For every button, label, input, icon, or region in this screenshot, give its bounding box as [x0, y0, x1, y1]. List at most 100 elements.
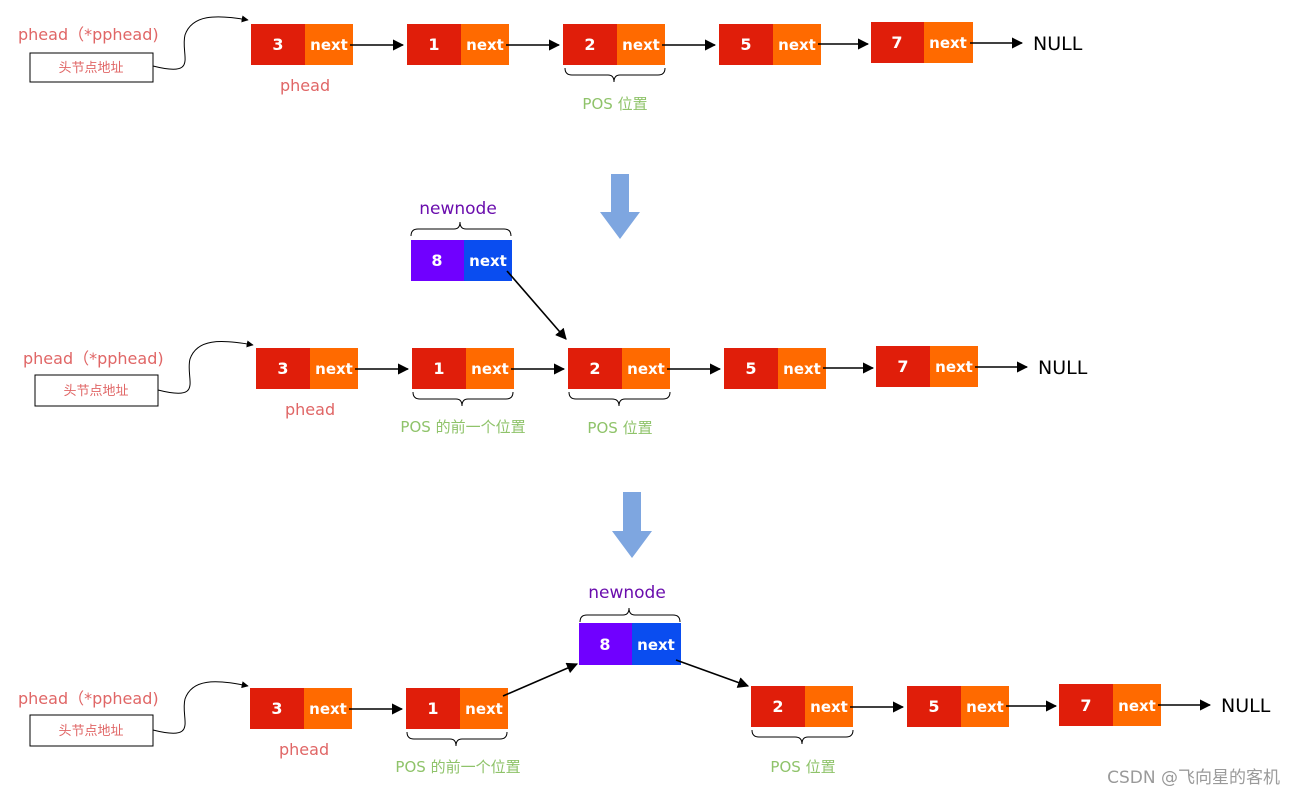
node-next-cell [622, 348, 670, 389]
node-value: 7 [897, 357, 908, 376]
link-arrow [502, 662, 579, 697]
pos-prev-brace [412, 391, 514, 407]
node-next-cell [466, 348, 514, 389]
node-value-cell [563, 24, 617, 65]
newnode-8: 8 next [411, 240, 512, 281]
head-address-label: 头节点地址 [58, 61, 123, 76]
node-next-label: next [810, 698, 848, 716]
node-value-cell [256, 348, 310, 389]
phead-label: phead [279, 740, 329, 759]
node-7: 7 next [871, 22, 973, 63]
node-7: 7 next [1059, 684, 1161, 726]
node-value-cell [412, 348, 466, 389]
node-next-cell [778, 348, 826, 389]
node-next-cell [304, 688, 352, 729]
head-pointer-arrow [152, 15, 249, 70]
head-address-box [29, 714, 154, 747]
node-next-label: next [309, 700, 347, 718]
node-next-label: next [465, 700, 503, 718]
node-value-cell [407, 24, 461, 65]
watermark: CSDN @飞向星的客机 [1107, 768, 1280, 788]
null-label: NULL [1038, 357, 1088, 379]
node-value: 1 [433, 359, 444, 378]
head-address-box [34, 374, 159, 407]
pos-prev-label: POS 的前一个位置 [395, 758, 520, 776]
node-1: 1 next [407, 24, 509, 65]
node-value-cell [251, 24, 305, 65]
section-linking: newnode 8 next phead（*pphead) 头节点地址 3 ne… [23, 199, 1088, 437]
node-2: 2 next [568, 348, 670, 389]
node-next-cell [961, 686, 1009, 727]
node-value: 5 [928, 697, 939, 716]
pos-brace [751, 729, 854, 745]
node-next-cell [805, 686, 853, 727]
node-value: 2 [589, 359, 600, 378]
newnode-value-cell [579, 623, 632, 665]
node-next-label: next [778, 36, 816, 54]
node-next-cell [617, 24, 665, 65]
phead-label: phead [285, 400, 335, 419]
phead-pointer-label: phead（*pphead) [18, 25, 159, 44]
node-value-cell [719, 24, 773, 65]
step-down-arrow-icon [612, 492, 652, 558]
newnode-next-arrow [506, 270, 567, 340]
newnode-next-cell [632, 623, 681, 665]
node-value-cell [250, 688, 304, 729]
pos-label: POS 位置 [582, 95, 647, 113]
node-value: 2 [584, 35, 595, 54]
node-2: 2 next [751, 686, 853, 727]
pos-label: POS 位置 [770, 758, 835, 776]
head-address-box [29, 52, 154, 83]
node-next-label: next [310, 36, 348, 54]
pos-label: POS 位置 [587, 419, 652, 437]
phead-pointer-label: phead（*pphead) [23, 349, 164, 368]
node-3: 3 next [251, 24, 353, 65]
newnode-8: 8 next [579, 623, 681, 665]
node-next-cell [305, 24, 353, 65]
section-after: newnode phead（*pphead) 头节点地址 3 next 1 ne… [18, 583, 1271, 776]
node-next-label: next [935, 358, 973, 376]
head-address-label: 头节点地址 [58, 724, 123, 739]
null-label: NULL [1221, 695, 1271, 717]
node-next-cell [924, 22, 973, 63]
null-label: NULL [1033, 33, 1083, 55]
node-1: 1 next [412, 348, 514, 389]
node-next-cell [460, 688, 508, 729]
node-5: 5 next [719, 24, 821, 65]
node-next-label: next [471, 360, 509, 378]
newnode-label: newnode [588, 583, 666, 603]
node-value-cell [876, 346, 930, 387]
node-value: 2 [772, 697, 783, 716]
node-7: 7 next [876, 346, 978, 387]
node-next-label: next [1118, 697, 1156, 715]
node-value: 5 [740, 35, 751, 54]
newnode-brace [579, 607, 681, 623]
newnode-value: 8 [431, 251, 442, 270]
node-value: 5 [745, 359, 756, 378]
head-pointer-arrow [157, 340, 254, 394]
node-value: 3 [277, 359, 288, 378]
node-value: 7 [1080, 696, 1091, 715]
node-next-cell [1113, 684, 1161, 726]
node-2: 2 next [563, 24, 665, 65]
node-value: 3 [272, 35, 283, 54]
node-value: 7 [891, 33, 902, 52]
head-address-label: 头节点地址 [63, 384, 128, 399]
node-value-cell [406, 688, 460, 729]
newnode-next-label: next [637, 636, 675, 654]
head-pointer-arrow [152, 681, 249, 734]
step-down-arrow-icon [600, 174, 640, 239]
pos-brace [568, 391, 671, 407]
newnode-label: newnode [419, 199, 497, 219]
newnode-next-cell [464, 240, 512, 281]
node-value-cell [751, 686, 805, 727]
node-next-label: next [622, 36, 660, 54]
node-next-label: next [627, 360, 665, 378]
node-value-cell [907, 686, 961, 727]
phead-label: phead [280, 76, 330, 95]
node-next-label: next [315, 360, 353, 378]
node-value-cell [871, 22, 924, 63]
node-next-label: next [929, 34, 967, 52]
node-value: 3 [271, 699, 282, 718]
